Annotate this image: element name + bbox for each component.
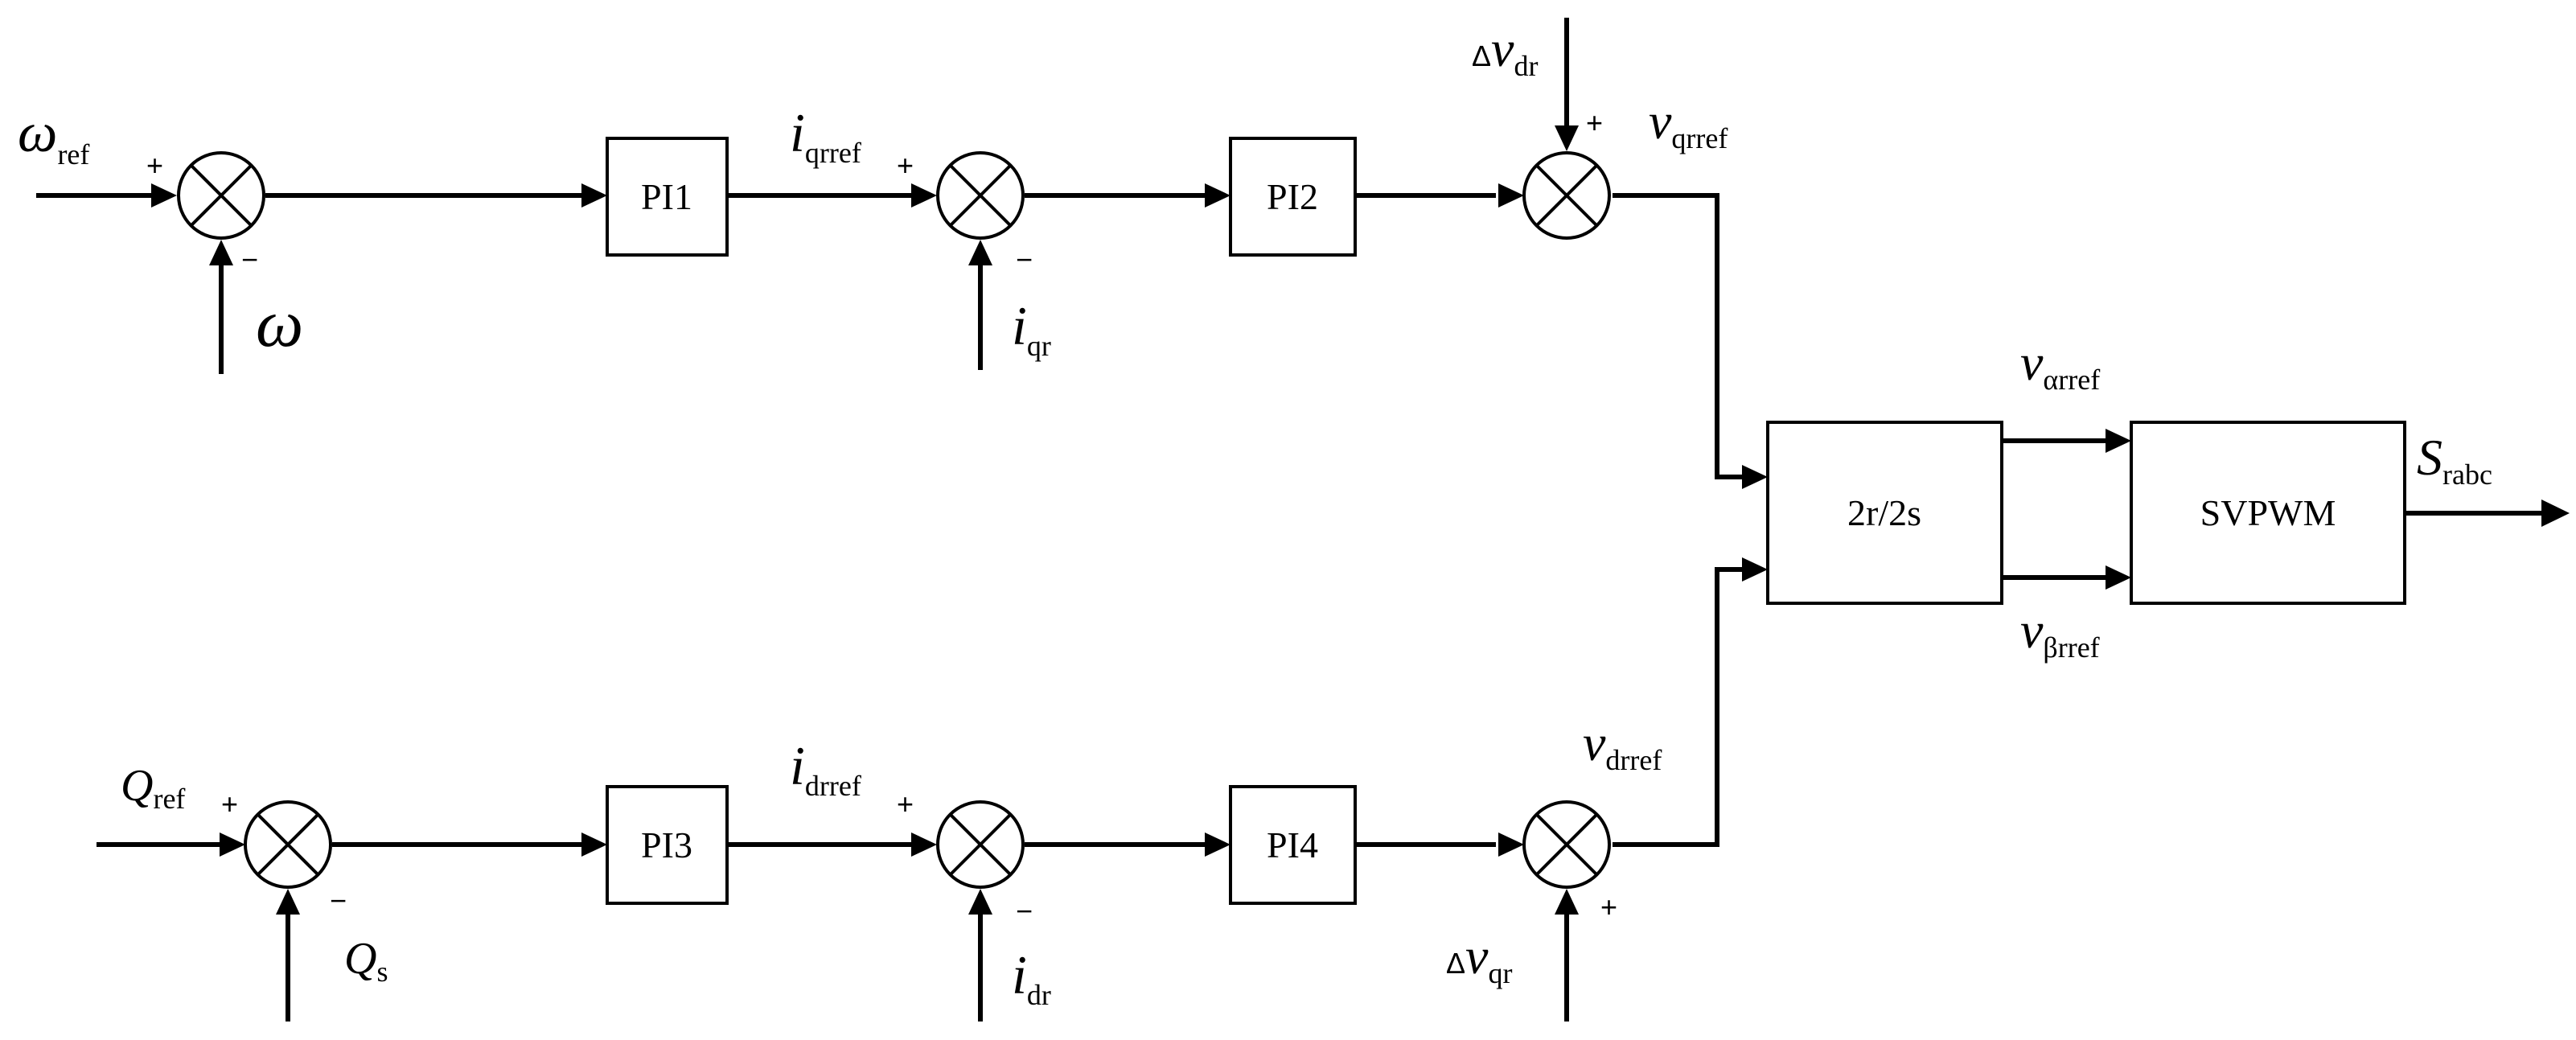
summing-junction-reactive [244,800,332,889]
pi4-block: PI4 [1229,785,1357,905]
arrowhead-idr-feedback [968,889,992,915]
sign-plus-id: + [897,787,914,820]
arrowhead-dvdr [1555,125,1579,151]
arrowhead-v-beta [2106,565,2131,590]
arrowhead-sum5-in [911,832,937,857]
svpwm-block: SVPWM [2130,421,2406,605]
pi2-block: PI2 [1229,137,1357,257]
summing-junction-vq [1522,151,1611,240]
pi1-block: PI1 [606,137,729,257]
arrowhead-sum6-in [1498,832,1524,857]
sign-minus-reactive: − [330,884,347,917]
arrowhead-qs-feedback [276,889,300,915]
label-v-alpha-rref: vαrref [2020,334,2100,396]
sign-minus-speed: − [241,243,258,276]
arrowhead-pi2-in [1205,183,1230,208]
arrowhead-dvqr [1555,889,1579,915]
pi3-label: PI3 [641,824,692,865]
transform-label: 2r/2s [1847,492,1921,533]
arrowhead-sum2-in [911,183,937,208]
summing-junction-speed [177,151,265,240]
summing-junction-iq [936,151,1025,240]
pi2-label: PI2 [1267,176,1318,217]
pi1-label: PI1 [641,176,692,217]
arrowhead-pi3-in [581,832,607,857]
label-i-dr: idr [1012,944,1051,1011]
label-omega-ref: ωref [18,102,89,171]
svpwm-label: SVPWM [2200,492,2336,533]
arrowhead-pi4-in [1205,832,1230,857]
wire-vdrref [1613,567,1745,847]
label-i-qrref: iqrref [790,102,861,169]
label-i-qr: iqr [1012,295,1051,362]
arrowhead-transform-in-top [1742,465,1768,489]
transform-2r2s-block: 2r/2s [1766,421,2003,605]
sign-plus-vq: + [1586,106,1603,139]
arrowhead-omega-feedback [209,240,233,265]
arrowhead-sum3-in [1498,183,1524,208]
sign-plus-vd: + [1600,890,1617,923]
arrowhead-q-ref [220,832,245,857]
summing-junction-id [936,800,1025,889]
arrowhead-omega-ref [151,183,177,208]
sign-plus-iq: + [897,149,914,182]
sign-minus-id: − [1016,894,1033,927]
arrowhead-s-rabc [2541,499,2570,527]
sign-plus-speed: + [146,149,163,182]
label-delta-v-qr: Δvqr [1446,927,1512,989]
sign-plus-reactive: + [221,787,238,820]
label-delta-v-dr: Δvdr [1472,20,1538,82]
pi4-label: PI4 [1267,824,1318,865]
label-omega: ω [256,286,303,361]
pi3-block: PI3 [606,785,729,905]
label-q-s: Qs [344,934,388,988]
arrowhead-v-alpha [2106,429,2131,453]
label-q-ref: Qref [121,761,185,815]
label-v-beta-rref: vβrref [2020,602,2100,664]
label-s-rabc: Srabc [2417,429,2492,491]
sign-minus-iq: − [1016,243,1033,276]
wire-vqrref [1613,193,1745,479]
arrowhead-transform-in-bottom [1742,557,1768,582]
label-i-drref: idrref [790,735,861,802]
label-v-qrref: vqrref [1649,92,1728,154]
summing-junction-vd [1522,800,1611,889]
arrowhead-iqr-feedback [968,240,992,265]
arrowhead-pi1-in [581,183,607,208]
label-v-drref: vdrref [1583,714,1662,776]
